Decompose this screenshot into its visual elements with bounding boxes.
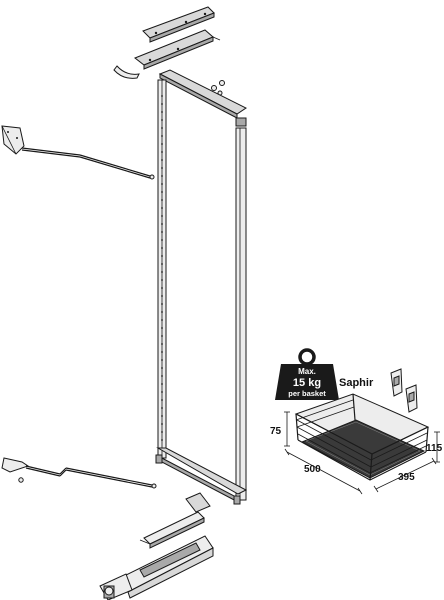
post-hole	[161, 303, 163, 305]
basket-hooks	[390, 368, 418, 413]
post-hole	[161, 223, 163, 225]
post-hole	[161, 399, 163, 401]
post-hole-row	[161, 95, 163, 441]
post-hole	[161, 367, 163, 369]
post-hole	[161, 319, 163, 321]
tall-frame	[155, 69, 248, 505]
post-hole	[161, 231, 163, 233]
bottom-rail-bracket	[139, 492, 211, 549]
dimension-height-right: 115	[426, 443, 443, 454]
post-hole	[161, 279, 163, 281]
post-hole	[161, 407, 163, 409]
dimension-height-left: 75	[270, 426, 282, 437]
post-hole	[161, 287, 163, 289]
post-hole	[161, 431, 163, 433]
post-hole	[161, 135, 163, 137]
post-hole	[161, 439, 163, 441]
post-hole	[161, 335, 163, 337]
post-hole	[161, 239, 163, 241]
post-hole	[161, 167, 163, 169]
post-hole	[161, 175, 163, 177]
post-hole	[161, 343, 163, 345]
post-hole	[161, 207, 163, 209]
weight-badge: Max. 15 kg per basket	[275, 348, 339, 400]
post-hole	[161, 255, 163, 257]
post-hole	[161, 159, 163, 161]
post-hole	[161, 375, 163, 377]
post-hole	[161, 311, 163, 313]
upper-mounting-arm	[1, 125, 155, 180]
post-hole	[161, 383, 163, 385]
post-hole	[161, 119, 163, 121]
post-hole	[161, 127, 163, 129]
post-hole	[161, 247, 163, 249]
dimension-depth: 395	[398, 472, 415, 483]
weight-per-basket-label: per basket	[288, 389, 326, 398]
lower-mounting-arm	[1, 457, 157, 489]
dimension-width: 500	[304, 464, 321, 475]
post-hole	[161, 111, 163, 113]
dimension-lines	[284, 411, 440, 495]
post-hole	[161, 199, 163, 201]
post-hole	[161, 103, 163, 105]
clip-part	[113, 65, 140, 79]
post-hole	[161, 143, 163, 145]
post-hole	[161, 95, 163, 97]
post-hole	[161, 191, 163, 193]
post-hole	[161, 183, 163, 185]
top-bracket-lower	[134, 29, 221, 70]
post-hole	[161, 215, 163, 217]
wire-basket	[294, 393, 430, 481]
post-hole	[161, 327, 163, 329]
weight-max-label: Max.	[298, 367, 316, 376]
brand-label: Saphir	[339, 377, 374, 389]
post-hole	[161, 415, 163, 417]
post-hole	[161, 271, 163, 273]
bottom-slide-damper	[99, 535, 214, 600]
post-hole	[161, 391, 163, 393]
post-hole	[161, 263, 163, 265]
post-hole	[161, 151, 163, 153]
top-bracket-upper	[142, 6, 215, 43]
post-hole	[161, 351, 163, 353]
post-hole	[161, 423, 163, 425]
post-hole	[161, 295, 163, 297]
post-hole	[161, 359, 163, 361]
weight-value-label: 15 kg	[293, 377, 321, 389]
